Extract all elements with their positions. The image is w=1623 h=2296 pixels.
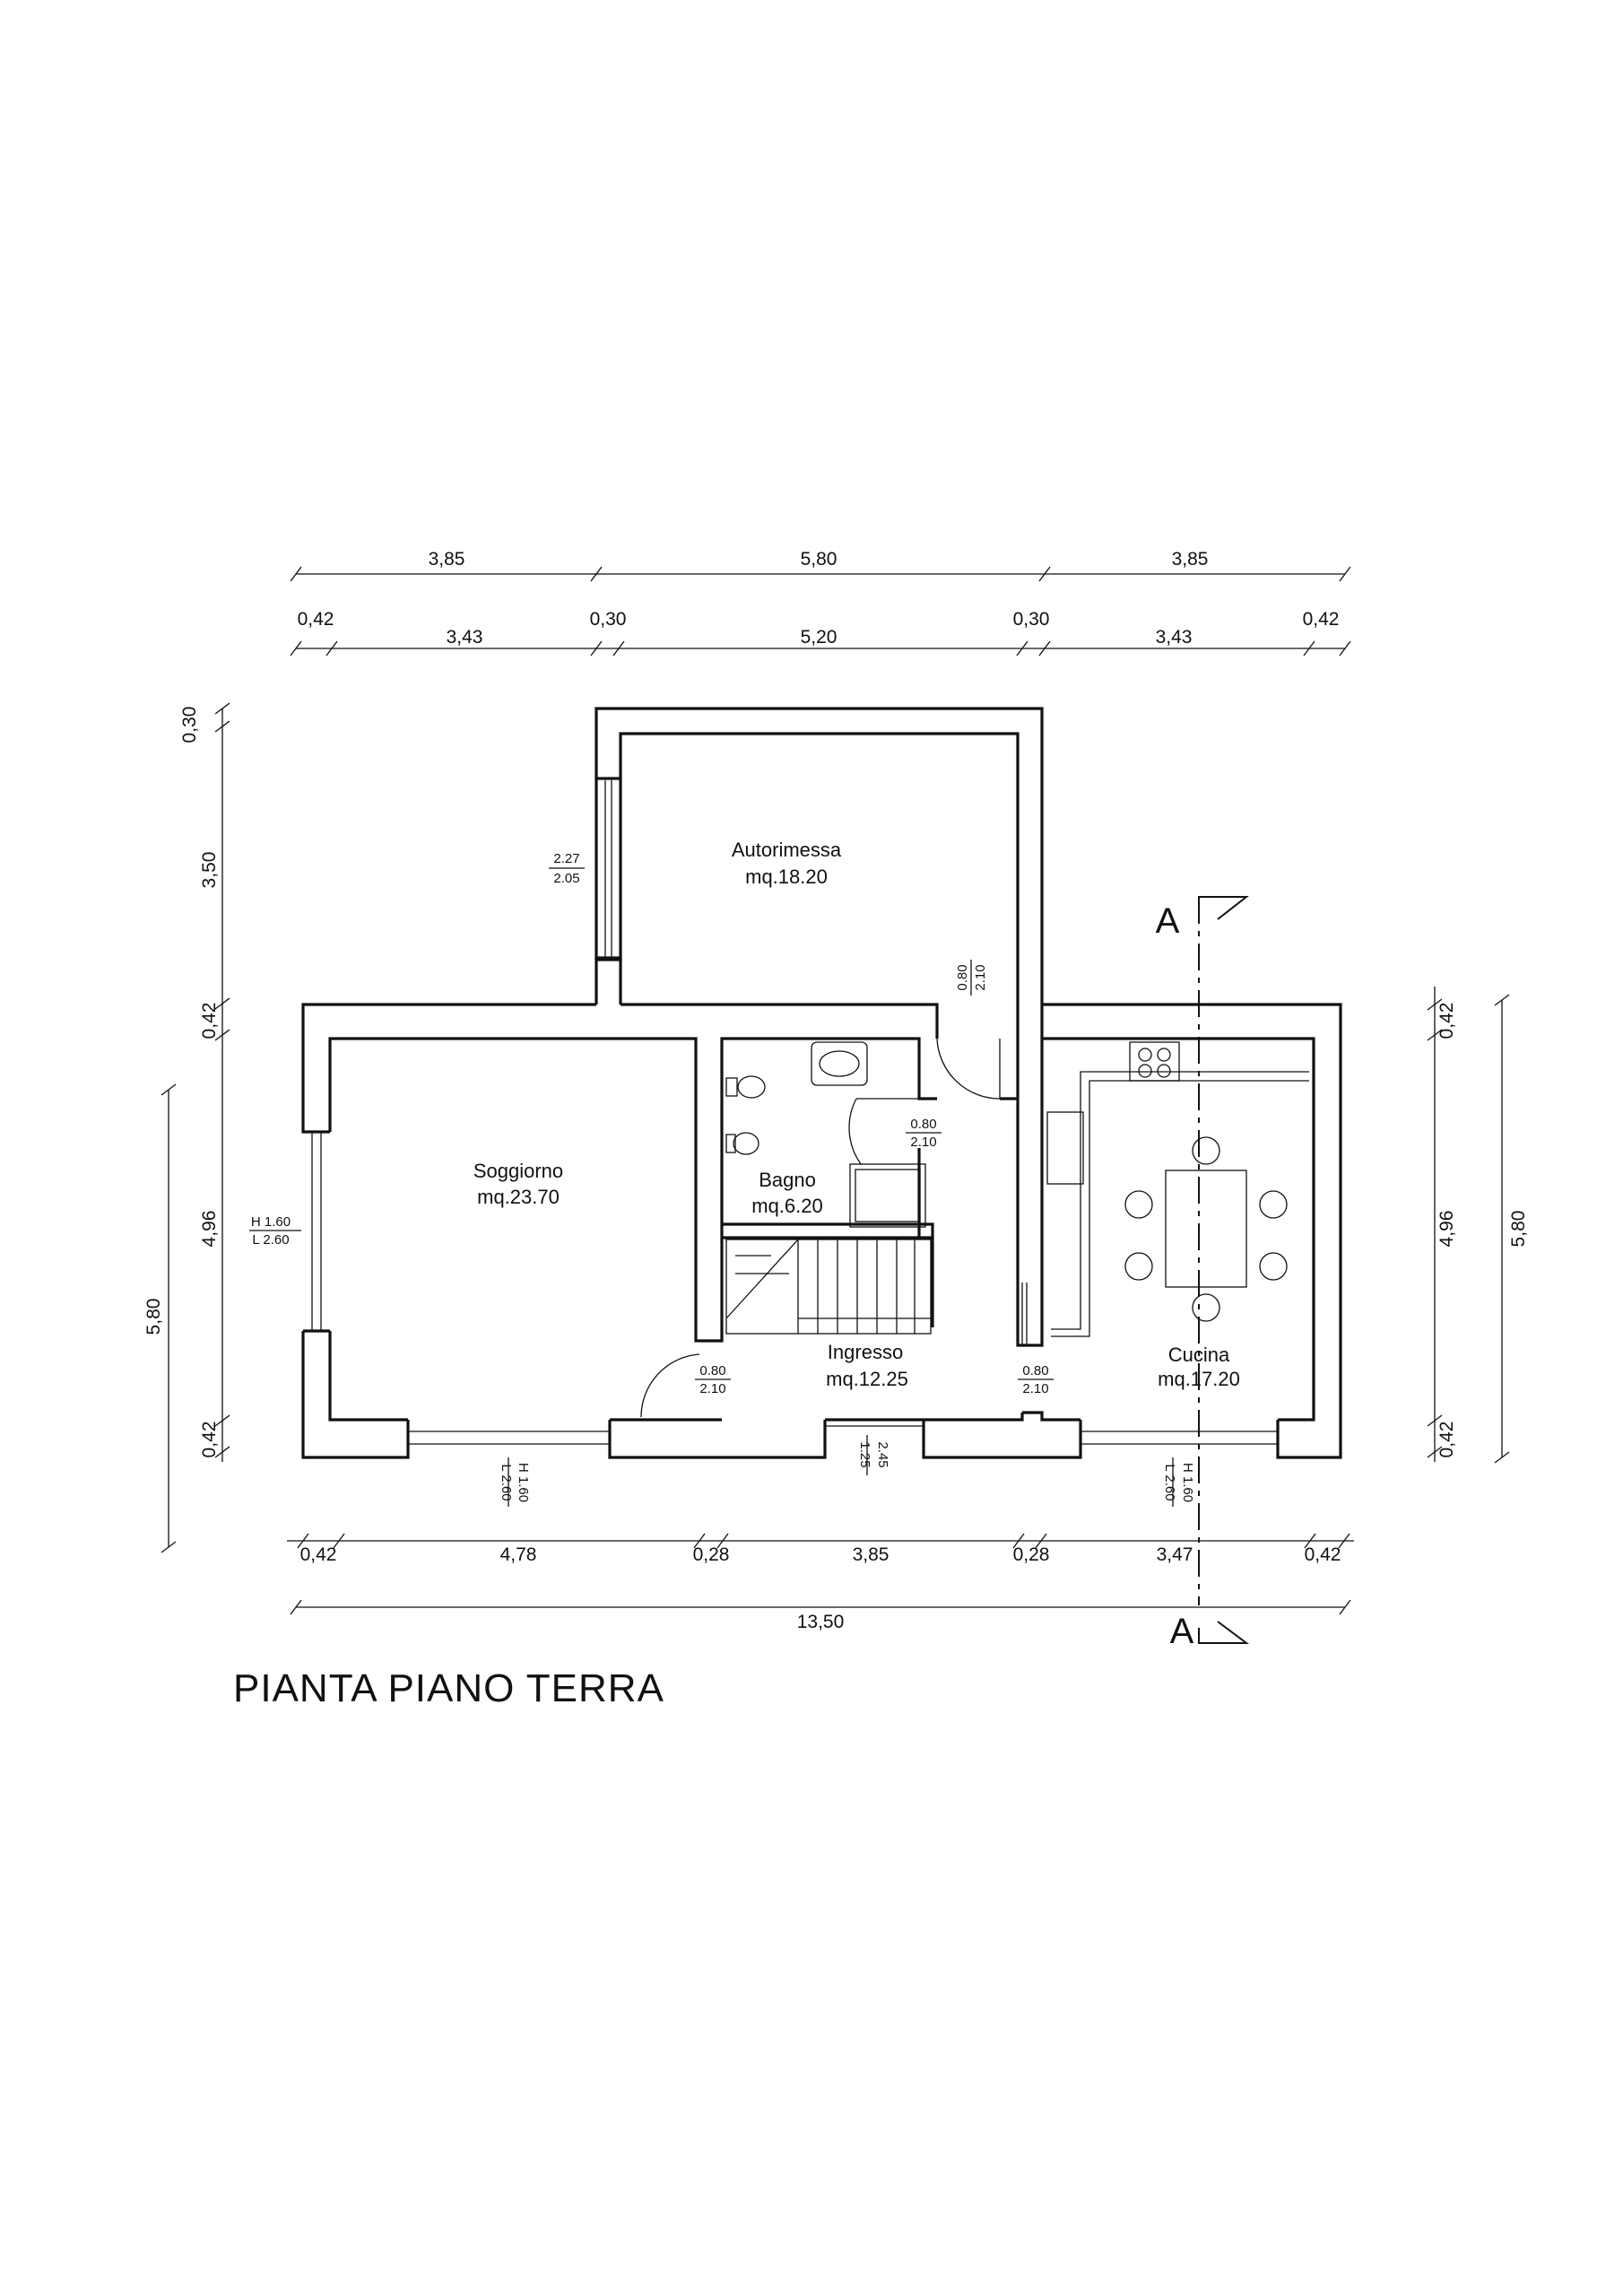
garage-int-door-height: 2.10 <box>973 964 988 990</box>
garage-door-height: 2.05 <box>553 871 579 886</box>
dim-bottom-total: 13,50 <box>797 1612 845 1632</box>
cucina-fixtures <box>1046 1041 1309 1337</box>
right-outer-dimension: 5,80 <box>1494 994 1529 1464</box>
top-overall-dimensions: 3,85 5,80 3,85 <box>290 549 1351 582</box>
doors <box>604 780 1028 1421</box>
opening-annotations: 2.27 2.05 0.80 2.10 0.80 2.10 0.80 2.10 … <box>249 851 1195 1507</box>
dim-top-wall-2: 0,30 <box>590 609 627 630</box>
room-name-ingresso: Ingresso <box>828 1341 903 1363</box>
left-outer-dimension: 5,80 <box>143 1083 177 1553</box>
cucina-window-bottom-l: L 2.60 <box>1162 1464 1177 1500</box>
room-area-bagno: mq.6.20 <box>751 1195 823 1217</box>
right-inner-dimensions: 0,42 4,96 0,42 <box>1427 987 1457 1462</box>
dim-bottom-6: 3,47 <box>1157 1544 1193 1565</box>
kitchen-door-width: 0.80 <box>1022 1363 1048 1378</box>
dim-top-wall-3: 0,30 <box>1013 609 1050 630</box>
dim-left-3: 0,42 <box>199 1003 220 1039</box>
dim-right-3: 0,42 <box>1436 1422 1457 1458</box>
dim-right-2: 4,96 <box>1436 1211 1457 1248</box>
dim-bottom-5: 0,28 <box>1013 1544 1050 1565</box>
bagno-door-height: 2.10 <box>910 1135 936 1150</box>
kitchen-door-height: 2.10 <box>1022 1381 1048 1396</box>
room-name-cucina: Cucina <box>1168 1344 1230 1366</box>
room-area-soggiorno: mq.23.70 <box>477 1186 560 1208</box>
garage-int-door-width: 0.80 <box>955 964 970 990</box>
dim-left-outer: 5,80 <box>143 1299 164 1335</box>
section-label-bottom: A <box>1170 1612 1194 1651</box>
section-label-top: A <box>1156 901 1180 941</box>
top-detail-dimensions: 0,42 0,30 0,30 0,42 3,43 5,20 3,43 <box>290 609 1351 657</box>
left-inner-dimensions: 0,30 3,50 0,42 4,96 0,42 <box>179 702 230 1462</box>
windows <box>311 1132 1278 1445</box>
entry-door-height: 2.10 <box>699 1381 725 1396</box>
dim-top-room-3: 3,43 <box>1156 627 1193 648</box>
dim-bottom-7: 0,42 <box>1305 1544 1341 1565</box>
soggiorno-window-bottom-l: L 2.60 <box>499 1464 514 1500</box>
room-area-ingresso: mq.12.25 <box>826 1368 908 1390</box>
front-opening-b: 2.45 <box>875 1441 890 1467</box>
dim-left-5: 0,42 <box>199 1422 220 1458</box>
room-area-autorimessa: mq.18.20 <box>745 865 828 888</box>
dim-top-overall-2: 5,80 <box>801 549 838 570</box>
bottom-detail-dimensions: 0,42 4,78 0,28 3,85 0,28 3,47 0,42 <box>287 1533 1354 1565</box>
dim-bottom-1: 0,42 <box>300 1544 337 1565</box>
garage-door-width: 2.27 <box>553 851 579 866</box>
dim-top-wall-1: 0,42 <box>298 609 334 630</box>
dim-top-wall-4: 0,42 <box>1303 609 1340 630</box>
dim-right-1: 0,42 <box>1436 1003 1457 1039</box>
dim-top-room-2: 5,20 <box>801 627 838 648</box>
dim-right-outer: 5,80 <box>1508 1211 1529 1248</box>
room-name-bagno: Bagno <box>759 1169 816 1191</box>
entry-door-width: 0.80 <box>699 1363 725 1378</box>
soggiorno-window-left-l: L 2.60 <box>252 1232 289 1248</box>
dim-bottom-2: 4,78 <box>500 1544 537 1565</box>
room-name-soggiorno: Soggiorno <box>473 1160 563 1182</box>
soggiorno-window-bottom-h: H 1.60 <box>516 1463 531 1502</box>
dim-left-2: 3,50 <box>199 852 220 889</box>
room-name-autorimessa: Autorimessa <box>732 839 842 861</box>
room-labels: Autorimessa mq.18.20 Soggiorno mq.23.70 … <box>473 839 1240 1390</box>
dim-top-overall-1: 3,85 <box>429 549 465 570</box>
dim-left-1: 0,30 <box>179 707 200 744</box>
bagno-fixtures <box>725 1041 926 1228</box>
soggiorno-window-left-h: H 1.60 <box>251 1214 291 1230</box>
bagno-door-width: 0.80 <box>910 1117 936 1132</box>
staircase <box>725 1239 932 1335</box>
dim-top-overall-3: 3,85 <box>1172 549 1209 570</box>
dim-left-4: 4,96 <box>199 1211 220 1248</box>
dim-bottom-4: 3,85 <box>853 1544 890 1565</box>
front-opening-a: 1.25 <box>857 1441 872 1467</box>
bottom-total-dimension: 13,50 <box>290 1599 1351 1632</box>
plan-title: PIANTA PIANO TERRA <box>233 1666 664 1710</box>
dim-top-room-1: 3,43 <box>447 627 483 648</box>
dim-bottom-3: 0,28 <box>693 1544 730 1565</box>
section-line-a: A A <box>1156 896 1249 1651</box>
room-area-cucina: mq.17.20 <box>1158 1368 1240 1390</box>
cucina-window-bottom-h: H 1.60 <box>1180 1463 1195 1502</box>
